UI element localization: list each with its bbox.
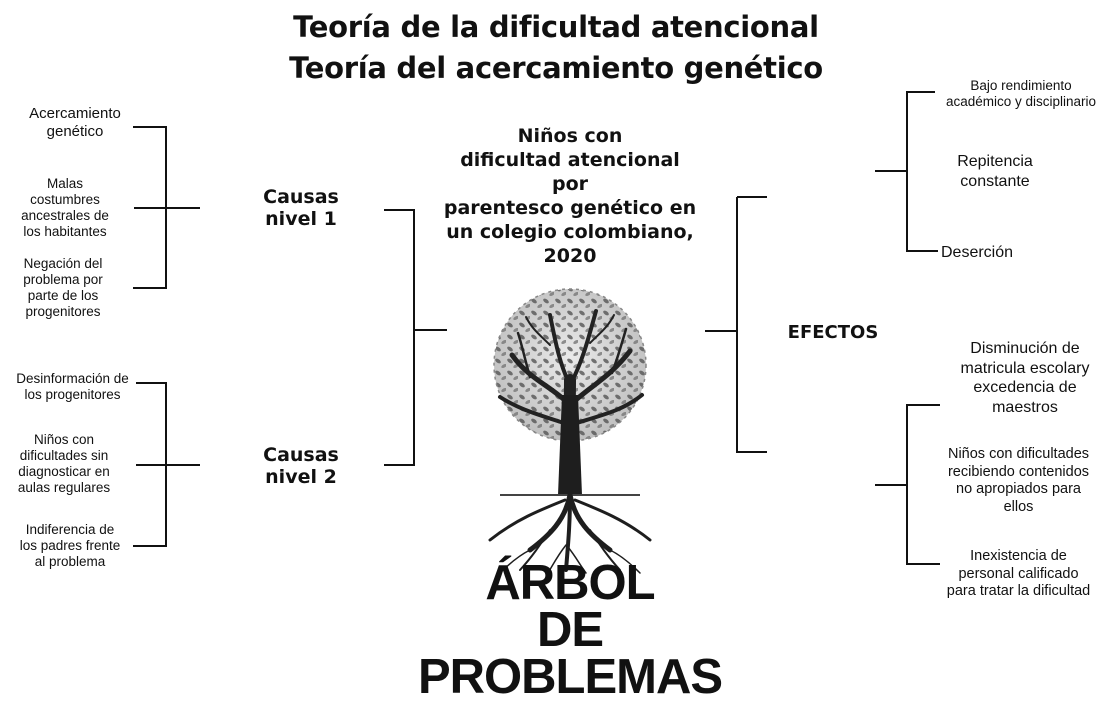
tree-icon (488, 288, 652, 574)
effect-item: Disminución de matricula escolary excede… (960, 340, 1090, 416)
effects-heading: EFECTOS (787, 322, 879, 343)
effect-item: Bajo rendimiento académico y disciplinar… (945, 78, 1097, 109)
causes-level-1-heading: Causas nivel 1 (263, 186, 339, 230)
cause-item: Acercamiento genético (29, 105, 121, 140)
central-problem: Niños con dificultad atencional por pare… (443, 125, 697, 267)
cause-item: Malas costumbres ancestrales de los habi… (21, 176, 109, 239)
cause-item: Desinformación de los progenitores (16, 371, 129, 402)
effect-item: Inexistencia de personal calificado para… (946, 548, 1091, 599)
causes-level-2-heading: Causas nivel 2 (263, 444, 339, 488)
effect-item: Repitencia constante (957, 153, 1033, 190)
cause-item: Indiferencia de los padres frente al pro… (19, 522, 121, 569)
diagram-title-line-1: Teoría de la dificultad atencional (293, 10, 819, 44)
effect-item: Niños con dificultades recibiendo conten… (947, 446, 1090, 515)
effect-item: Deserción (941, 244, 1014, 261)
tree-caption: ÁRBOL DE PROBLEMAS (417, 556, 723, 704)
cause-item: Niños con dificultades sin diagnosticar … (17, 432, 111, 495)
cause-item: Negación del problema por parte de los p… (23, 256, 103, 319)
diagram-title-line-2: Teoría del acercamiento genético (289, 51, 823, 85)
